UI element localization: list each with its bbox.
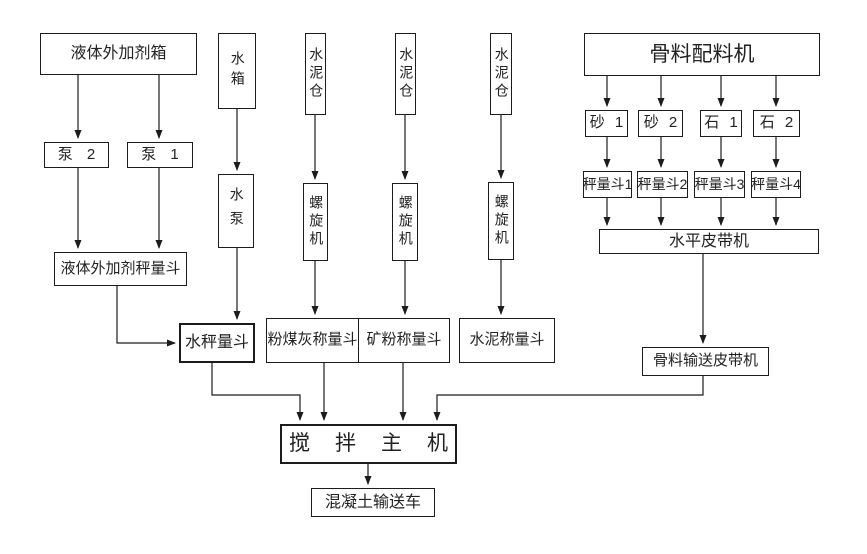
node-fly-ash-hopper: 粉煤灰称量斗 [266, 318, 359, 363]
node-mixer: 搅拌主机 [280, 424, 457, 464]
node-sand-2: 砂 2 [638, 110, 683, 137]
node-liquid-admixture-tank: 液体外加剂箱 [40, 33, 197, 75]
node-water-tank: 水箱 [218, 33, 256, 109]
node-aggregate-belt: 骨料输送皮带机 [642, 347, 769, 376]
node-sand-1: 砂 1 [585, 110, 628, 137]
node-weigh-hopper-1: 秤量斗1 [583, 171, 632, 198]
node-water-hopper: 水秤量斗 [179, 323, 255, 363]
node-liquid-admixture-hopper: 液体外加剂秤量斗 [54, 252, 187, 286]
node-cement-silo-1: 水泥仓 [305, 33, 326, 115]
node-horizontal-belt: 水平皮带机 [599, 229, 819, 254]
edge-admixhopper-waterhopper [116, 286, 176, 347]
node-stone-2: 石 2 [753, 110, 800, 137]
node-screw-conveyor-1: 螺旋机 [303, 183, 328, 261]
node-truck: 混凝土输送车 [311, 488, 435, 517]
node-mineral-powder-hopper: 矿粉称量斗 [358, 318, 450, 363]
node-pump-2: 泵 2 [44, 142, 109, 168]
edge-aggbelt-mixer [433, 376, 704, 421]
node-screw-conveyor-3: 螺旋机 [488, 182, 514, 260]
node-weigh-hopper-3: 秤量斗3 [694, 171, 745, 198]
node-cement-hopper: 水泥称量斗 [459, 318, 555, 363]
node-aggregate-batcher: 骨料配料机 [584, 33, 820, 76]
node-cement-silo-2: 水泥仓 [395, 33, 416, 115]
node-screw-conveyor-2: 螺旋机 [392, 183, 418, 261]
node-water-pump: 水泵 [218, 174, 254, 248]
node-weigh-hopper-4: 秤量斗4 [751, 171, 801, 198]
edge-waterhopper-mixer [211, 363, 304, 421]
node-pump-1: 泵 1 [127, 142, 193, 168]
node-cement-silo-3: 水泥仓 [490, 33, 512, 115]
node-weigh-hopper-2: 秤量斗2 [637, 171, 688, 198]
node-stone-1: 石 1 [700, 110, 742, 137]
